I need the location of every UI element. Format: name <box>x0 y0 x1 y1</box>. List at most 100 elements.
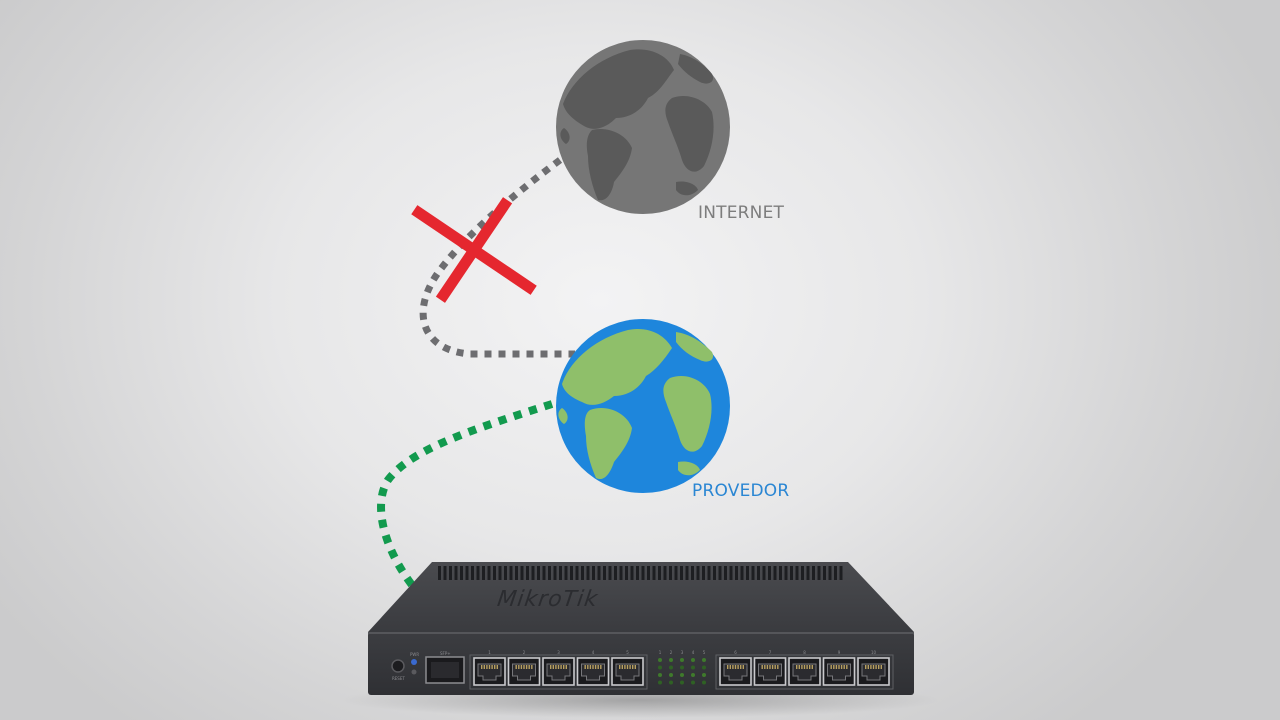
status-led <box>669 658 673 662</box>
vent-slot <box>757 566 760 580</box>
vent-slot <box>707 566 711 580</box>
status-led <box>669 673 673 677</box>
internet-label: INTERNET <box>698 203 785 223</box>
status-led <box>669 680 673 685</box>
vent-slot <box>702 566 705 580</box>
vent-slot <box>586 566 590 580</box>
status-led <box>658 658 662 662</box>
port-number-label: 3 <box>557 650 560 655</box>
led-column-label: 5 <box>703 650 706 655</box>
vent-slot <box>449 566 452 580</box>
vent-slot <box>828 566 832 580</box>
vent-slot <box>597 566 601 580</box>
status-led <box>691 673 695 677</box>
vent-slot <box>652 566 656 580</box>
port-number-label: 10 <box>871 650 877 655</box>
vent-slot <box>471 566 474 580</box>
vent-slot <box>537 566 540 580</box>
vent-slot <box>768 566 771 580</box>
vent-slot <box>773 566 777 580</box>
vent-slot <box>658 566 661 580</box>
led-column-label: 4 <box>692 650 695 655</box>
vent-slot <box>553 566 557 580</box>
vent-slot <box>762 566 766 580</box>
vent-slot <box>641 566 645 580</box>
ethernet-port-2: 2 <box>507 650 541 686</box>
ethernet-port-4: 4 <box>576 650 610 686</box>
port-number-label: 7 <box>769 650 772 655</box>
status-led <box>658 673 662 677</box>
vent-slot <box>548 566 551 580</box>
vent-slot <box>498 566 502 580</box>
status-led <box>680 680 684 685</box>
vent-slot <box>520 566 524 580</box>
vent-slot <box>713 566 716 580</box>
vent-slot <box>834 566 837 580</box>
status-led <box>680 673 684 677</box>
vent-slot <box>680 566 683 580</box>
port-number-label: 1 <box>488 650 491 655</box>
cross-icon <box>411 197 537 303</box>
vent-slot <box>526 566 529 580</box>
pwr-label: PWR <box>410 652 419 657</box>
vent-slot <box>487 566 491 580</box>
vent-slot <box>482 566 485 580</box>
led-column-label: 1 <box>659 650 662 655</box>
port-number-label: 6 <box>734 650 737 655</box>
ethernet-port-6: 6 <box>719 650 752 686</box>
vent-slot <box>696 566 700 580</box>
ethernet-port-8: 8 <box>788 650 821 686</box>
vent-slot <box>691 566 694 580</box>
status-led <box>680 658 684 662</box>
vent-slot <box>663 566 667 580</box>
status-led <box>702 665 706 670</box>
port-number-label: 9 <box>838 650 841 655</box>
internet-globe-icon <box>556 40 730 214</box>
vent-slot <box>619 566 623 580</box>
ethernet-port-10: 10 <box>857 650 890 686</box>
status-led <box>669 665 673 670</box>
vent-slot <box>625 566 628 580</box>
vent-slot <box>823 566 826 580</box>
ethernet-port-3: 3 <box>542 650 575 686</box>
vent-slot <box>515 566 518 580</box>
port-group-frame <box>469 654 648 690</box>
vent-slot <box>581 566 584 580</box>
vent-slot <box>531 566 535 580</box>
vent-slot <box>614 566 617 580</box>
vent-slot <box>504 566 507 580</box>
status-led <box>691 658 695 662</box>
vent-slot <box>460 566 463 580</box>
vent-slot <box>438 566 441 580</box>
vent-slot <box>559 566 562 580</box>
pwr-led <box>411 659 417 665</box>
vent-slot <box>575 566 579 580</box>
provider-label: PROVEDOR <box>692 481 790 501</box>
vent-slot <box>746 566 749 580</box>
vent-slot <box>493 566 496 580</box>
status-led <box>691 680 695 685</box>
vent-slot <box>735 566 738 580</box>
usr-led <box>411 669 417 675</box>
vent-slot <box>647 566 650 580</box>
vent-slot <box>570 566 573 580</box>
ethernet-port-7: 7 <box>753 650 787 686</box>
vent-slot <box>465 566 469 580</box>
led-column-label: 2 <box>670 650 673 655</box>
port-number-label: 2 <box>523 650 526 655</box>
sfp-label: SFP+ <box>440 651 451 656</box>
vent-slot <box>801 566 804 580</box>
vent-slot <box>542 566 546 580</box>
status-led <box>658 680 662 685</box>
vent-slot <box>779 566 782 580</box>
vent-slot <box>454 566 458 580</box>
vent-slot <box>630 566 634 580</box>
vent-slot <box>784 566 788 580</box>
vent-slot <box>812 566 815 580</box>
vent-slot <box>724 566 727 580</box>
vent-slot <box>817 566 821 580</box>
vent-slot <box>669 566 672 580</box>
vent-slot <box>564 566 568 580</box>
